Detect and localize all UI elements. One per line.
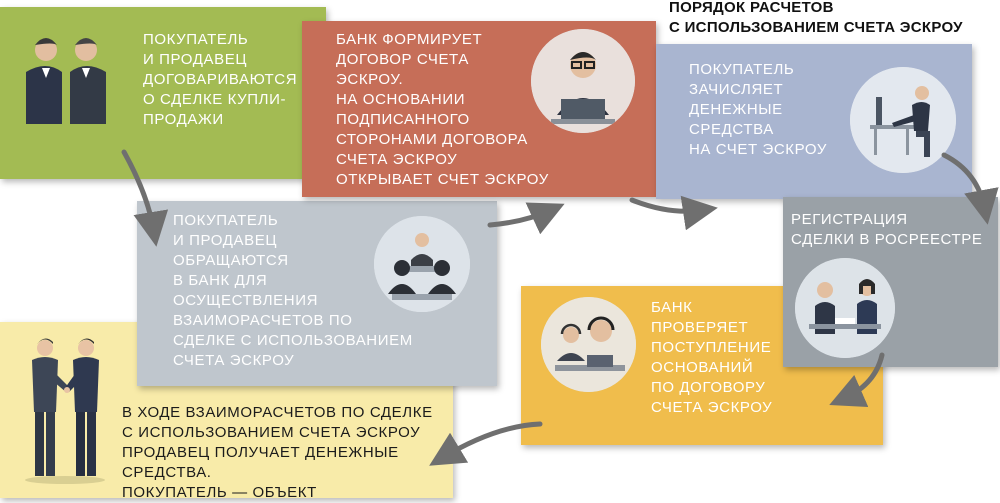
step-3-text: Банк формирует договор счета эскроу. На … xyxy=(336,31,549,188)
online-payment-illustration xyxy=(850,67,956,173)
step-2-text: Покупатель и продавец обращаются в банк … xyxy=(173,212,413,369)
diagram-title: Порядок расчетов с использованием счета … xyxy=(669,0,963,36)
step-7-text: В ходе взаиморасчетов по сделке с исполь… xyxy=(122,404,433,501)
registration-illustration xyxy=(795,258,895,358)
meeting-illustration xyxy=(374,216,470,312)
negotiation-illustration xyxy=(14,30,116,124)
bank-manager-illustration xyxy=(531,29,635,133)
handshake-illustration xyxy=(22,334,108,486)
step-1-text: Покупатель и продавец договариваются о с… xyxy=(143,31,298,128)
step-6-text: Банк проверяет поступление оснований по … xyxy=(651,299,773,416)
step-4-text: Покупатель зачисляет денежные средства н… xyxy=(689,61,827,158)
step-5-text: Регистрация сделки в Росреестре xyxy=(791,211,983,248)
arrow-2-to-3 xyxy=(487,202,565,235)
call-center-illustration xyxy=(541,297,636,392)
arrow-3-to-4 xyxy=(629,195,718,231)
